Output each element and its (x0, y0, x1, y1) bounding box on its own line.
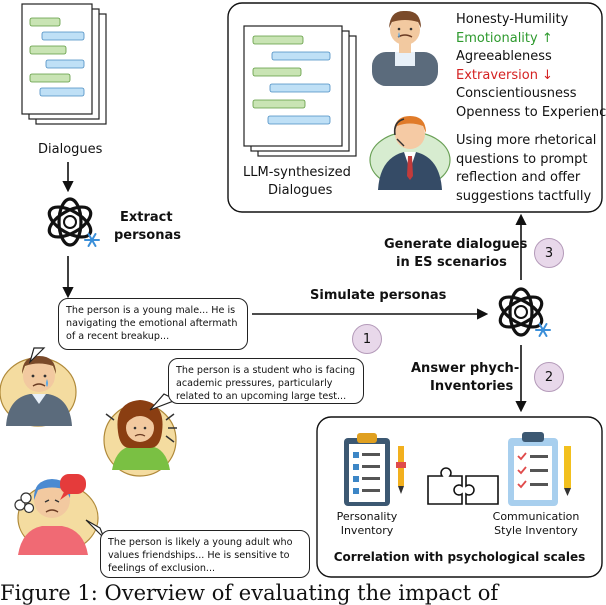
trait-honesty-humility: Honesty-Humility (456, 12, 569, 27)
persona-description-bubble-1: The person is a young male... He is navi… (58, 298, 248, 350)
communication-style-inventory-label: Communication Style Inventory (486, 510, 586, 538)
persona-description-bubble-2: The person is a student who is facing ac… (168, 358, 364, 404)
anxious-student-avatar-icon (103, 400, 177, 477)
personality-inventory-line1: Personality (336, 510, 398, 523)
dialogues-document-stack (21, 3, 107, 125)
generate-dialogues-label-line2: in ES scenarios (396, 255, 507, 270)
communication-style-description: Using more rhetorical questions to promp… (456, 132, 596, 206)
steam-puff-icon (14, 492, 35, 514)
communication-inventory-line1: Communication (492, 510, 580, 523)
angry-speech-bubble-icon (60, 474, 86, 500)
correlation-label: Correlation with psychological scales (333, 550, 586, 564)
step-1-badge: 1 (352, 324, 382, 354)
trait-openness: Openness to Experience (456, 104, 606, 120)
answer-inventories-label-line2: Inventories (430, 379, 514, 394)
style-line: suggestions tactfully (456, 188, 592, 204)
step-3-badge: 3 (534, 238, 564, 268)
llm-logo-icon (498, 287, 551, 337)
extract-label-line2: personas (114, 228, 181, 243)
snowflake-icon (84, 233, 100, 247)
snowflake-icon (535, 323, 551, 337)
llm-logo-icon (47, 197, 100, 247)
persona-description-bubble-3: The person is likely a young adult who v… (100, 530, 310, 578)
upset-young-adult-avatar-icon (14, 474, 99, 555)
style-line: questions to prompt (456, 151, 588, 167)
support-agent-avatar-icon (369, 116, 451, 190)
communication-inventory-line2: Style Inventory (494, 524, 578, 537)
psychological-scales-panel (316, 416, 603, 578)
synthesized-dialogues-label-line1: LLM-synthesized (243, 165, 351, 180)
trait-emotionality: Emotionality ↑ (456, 30, 553, 46)
extract-label-line1: Extract (120, 210, 173, 225)
communication-style-clipboard-icon (508, 432, 571, 506)
personality-inventory-clipboard-icon (344, 433, 406, 506)
trait-extraversion: Extraversion ↓ (456, 67, 553, 83)
personality-inventory-label: Personality Inventory (326, 510, 408, 538)
style-line: Using more rhetorical (456, 133, 597, 148)
step-2-badge: 2 (534, 362, 564, 392)
synthesized-document-stack (243, 25, 357, 157)
synthesized-dialogues-label-line2: Dialogues (268, 183, 333, 198)
synthesized-dialogues-panel (227, 2, 603, 213)
puzzle-pieces-icon (427, 467, 499, 505)
personality-inventory-line2: Inventory (340, 524, 394, 537)
sad-man-avatar-icon (372, 10, 438, 86)
style-line: reflection and offer (456, 170, 581, 185)
answer-inventories-label-line1: Answer phych- (411, 361, 520, 376)
simulate-personas-label: Simulate personas (310, 288, 447, 303)
figure-caption: Figure 1: Overview of evaluating the imp… (0, 581, 499, 605)
generate-dialogues-label-line1: Generate dialogues (384, 237, 528, 252)
personality-traits-list: Honesty-Humility Emotionality ↑ Agreeabl… (456, 11, 606, 122)
crying-man-avatar-icon (0, 356, 77, 427)
trait-agreeableness: Agreeableness (456, 49, 552, 64)
dialogues-label: Dialogues (38, 142, 103, 157)
trait-conscientiousness: Conscientiousness (456, 86, 577, 101)
